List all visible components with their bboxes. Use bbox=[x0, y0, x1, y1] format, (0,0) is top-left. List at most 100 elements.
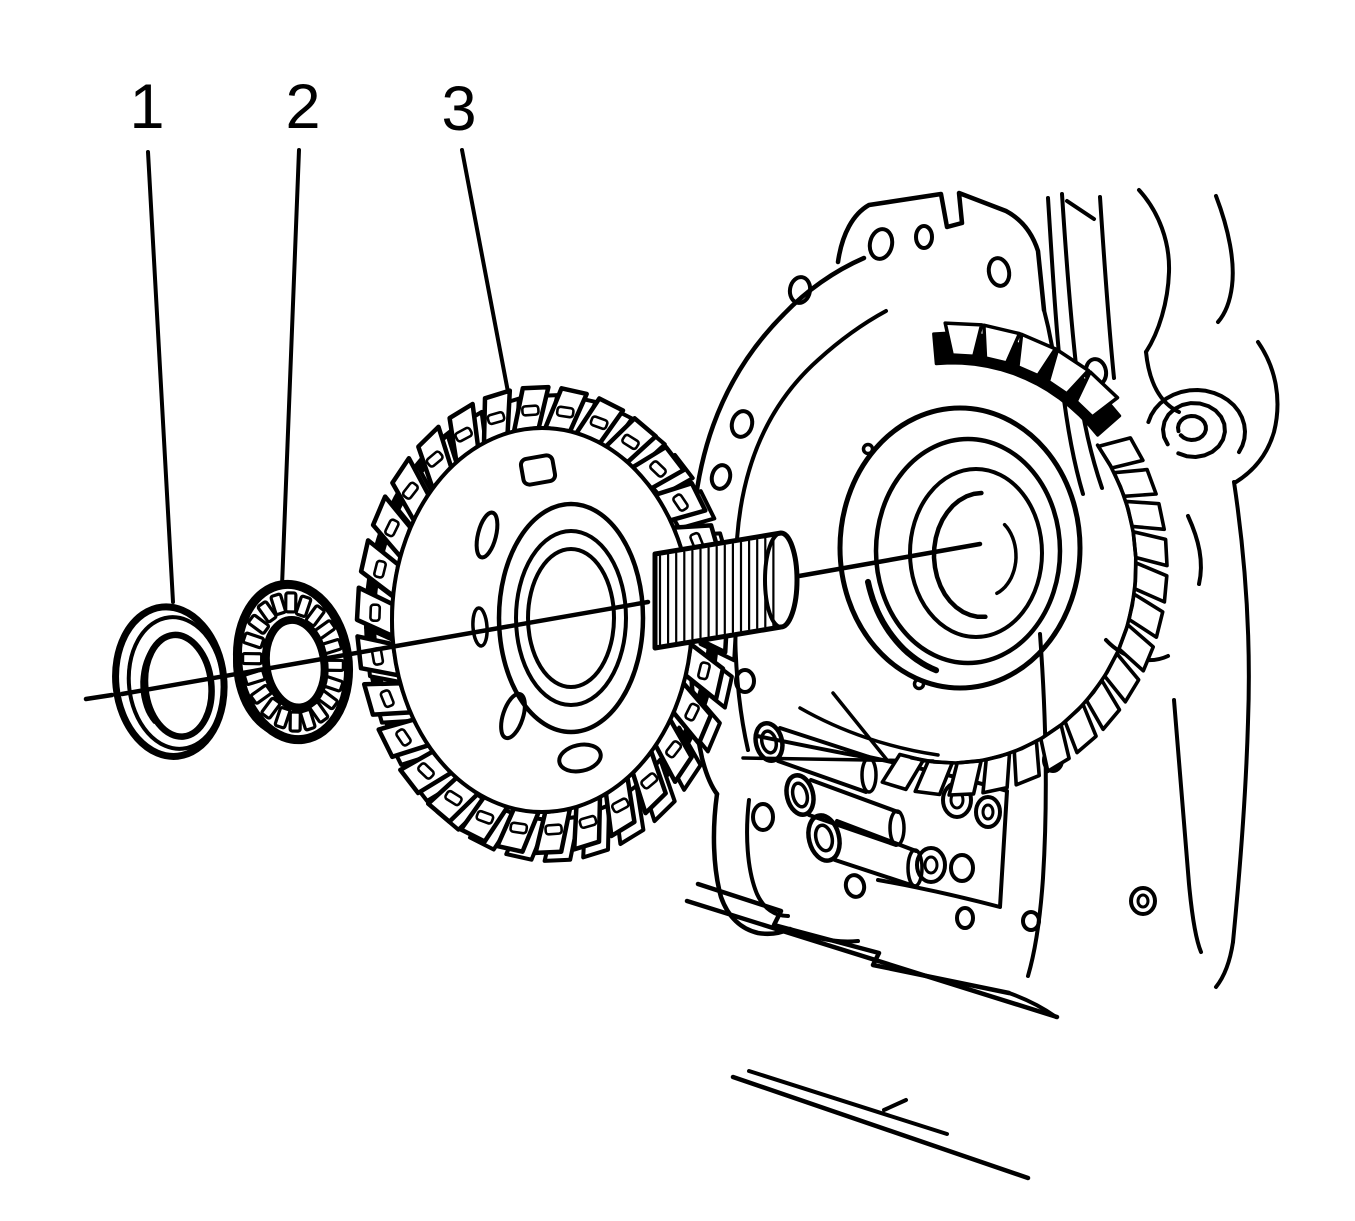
part-3-transfer-gear bbox=[354, 384, 800, 863]
ring-gear-tooth-highlight bbox=[1046, 348, 1091, 396]
gear-tooth-marks bbox=[369, 404, 715, 836]
gear-face-slot bbox=[471, 606, 489, 648]
gear-tooth-chamfer-mark bbox=[425, 450, 444, 468]
block-bore bbox=[949, 853, 975, 883]
case-bolt-hole bbox=[986, 256, 1012, 288]
bearing-roller bbox=[294, 594, 313, 618]
case-skirt-inner-edge bbox=[747, 1069, 949, 1136]
gear-face-slot bbox=[557, 742, 603, 774]
bearing-roller bbox=[241, 631, 266, 650]
cylinder-bore bbox=[784, 773, 816, 817]
cylinder-body bbox=[833, 819, 918, 888]
gear-hub-ring bbox=[514, 529, 628, 707]
gear-tooth-chamfer-mark bbox=[373, 559, 387, 579]
case-bolt-hole-inner bbox=[1136, 893, 1150, 909]
case-bolt-hole bbox=[1129, 886, 1157, 916]
bearing-roller bbox=[273, 706, 292, 730]
gear-tooth-chamfer-mark bbox=[486, 410, 506, 426]
bearing-roller bbox=[260, 696, 282, 720]
gear-face-slot bbox=[474, 510, 500, 560]
gear-tooth-chamfer-mark bbox=[665, 740, 683, 759]
case-skirt-step bbox=[882, 1098, 908, 1112]
contour-arc bbox=[1146, 388, 1247, 455]
callout-label-2: 2 bbox=[285, 72, 320, 142]
contour-arc bbox=[1161, 401, 1227, 459]
bearing-roller bbox=[247, 613, 271, 635]
case-bolt-hole bbox=[729, 409, 755, 439]
gear-tooth-chamfer-mark bbox=[578, 814, 598, 830]
cylinder-body bbox=[776, 726, 871, 794]
ring-gear-tooth bbox=[880, 752, 925, 792]
centerline-right-segment bbox=[796, 541, 983, 579]
case-bottom-edge bbox=[684, 898, 1060, 1020]
line-art: 1 2 3 bbox=[83, 72, 1280, 1181]
bore-ring bbox=[837, 405, 1083, 691]
cylinder-bore bbox=[806, 813, 842, 863]
case-top-tabs bbox=[835, 190, 1047, 313]
case-bottom-step-edge bbox=[695, 881, 1012, 996]
callout-leader-3 bbox=[460, 148, 510, 394]
transmission-case bbox=[140, 188, 1280, 1181]
case-bracket-inner bbox=[745, 798, 790, 918]
gear-tooth-chamfer-mark bbox=[444, 789, 463, 807]
case-skirt-edge bbox=[730, 1074, 1031, 1181]
case-center-bore bbox=[837, 405, 1083, 691]
case-rib-line bbox=[831, 691, 889, 762]
casting-contour bbox=[1214, 940, 1235, 989]
gear-tooth-chamfer-mark bbox=[640, 772, 659, 790]
casting-contour bbox=[1186, 514, 1203, 586]
callout-label-3: 3 bbox=[441, 74, 476, 144]
assembly-centerline bbox=[83, 541, 983, 702]
case-bolt-hole bbox=[843, 873, 867, 899]
case-bolt-hole bbox=[709, 463, 733, 491]
cylinder-bore-inner bbox=[813, 823, 835, 853]
callout-label-1: 1 bbox=[129, 72, 164, 142]
bore-ring bbox=[873, 436, 1063, 666]
gear-tooth-chamfer-mark bbox=[544, 823, 563, 836]
gear-tooth-chamfer-mark bbox=[395, 728, 412, 747]
ring-gear-tooth-highlight bbox=[1016, 332, 1058, 378]
casting-contour bbox=[1214, 194, 1235, 324]
gear-tooth-chamfer-mark bbox=[509, 821, 529, 835]
gear-tooth-chamfer-mark bbox=[672, 493, 689, 512]
bore-ring bbox=[908, 467, 1044, 639]
gear-tooth-chamfer-mark bbox=[589, 415, 609, 431]
bearing-roller bbox=[241, 651, 264, 666]
callouts: 1 2 3 bbox=[129, 72, 510, 604]
casting-contour bbox=[1234, 340, 1280, 484]
case-bracket-hole bbox=[751, 802, 775, 832]
gear-hub-ring bbox=[526, 547, 616, 689]
contour-arc bbox=[865, 578, 940, 674]
case-bolt-hole bbox=[914, 224, 934, 250]
bearing-roller bbox=[299, 708, 317, 732]
casting-contour bbox=[1137, 188, 1172, 354]
case-right-wall bbox=[1026, 632, 1048, 978]
gear-face-slot bbox=[499, 691, 527, 741]
casting-rib bbox=[1098, 195, 1116, 380]
gear-tooth-chamfer-mark bbox=[384, 518, 400, 538]
block-bore-inner bbox=[981, 803, 995, 821]
internal-ring-gear bbox=[880, 321, 1169, 797]
ring-gear-root-arc bbox=[909, 443, 1138, 765]
casting-contour bbox=[1172, 698, 1203, 954]
shaft-splines bbox=[658, 536, 775, 646]
case-inner-contour bbox=[798, 706, 940, 757]
ring-gear-tooth-highlight bbox=[1074, 370, 1120, 419]
gear-tooth-chamfer-mark bbox=[417, 762, 435, 780]
centerline-dash bbox=[83, 692, 115, 702]
gear-tooth-chamfer-mark bbox=[521, 404, 540, 417]
gear-tooth-chamfer-mark bbox=[369, 603, 382, 623]
cylinder-top-edge bbox=[755, 734, 866, 759]
case-bolt-hole bbox=[955, 906, 975, 930]
gear-tooth-chamfer-mark bbox=[621, 433, 640, 451]
gear-tooth-chamfer-mark bbox=[555, 405, 575, 419]
gear-hub-ring bbox=[496, 501, 646, 735]
contour-arc bbox=[995, 522, 1018, 596]
gear-tooth-chamfer-mark bbox=[649, 460, 667, 478]
ring-gear-tooth-highlight bbox=[943, 321, 984, 358]
block-bore-inner bbox=[923, 855, 939, 875]
gear-tooth-chamfer-mark bbox=[684, 702, 700, 722]
cylinder-bore-inner bbox=[790, 781, 810, 809]
